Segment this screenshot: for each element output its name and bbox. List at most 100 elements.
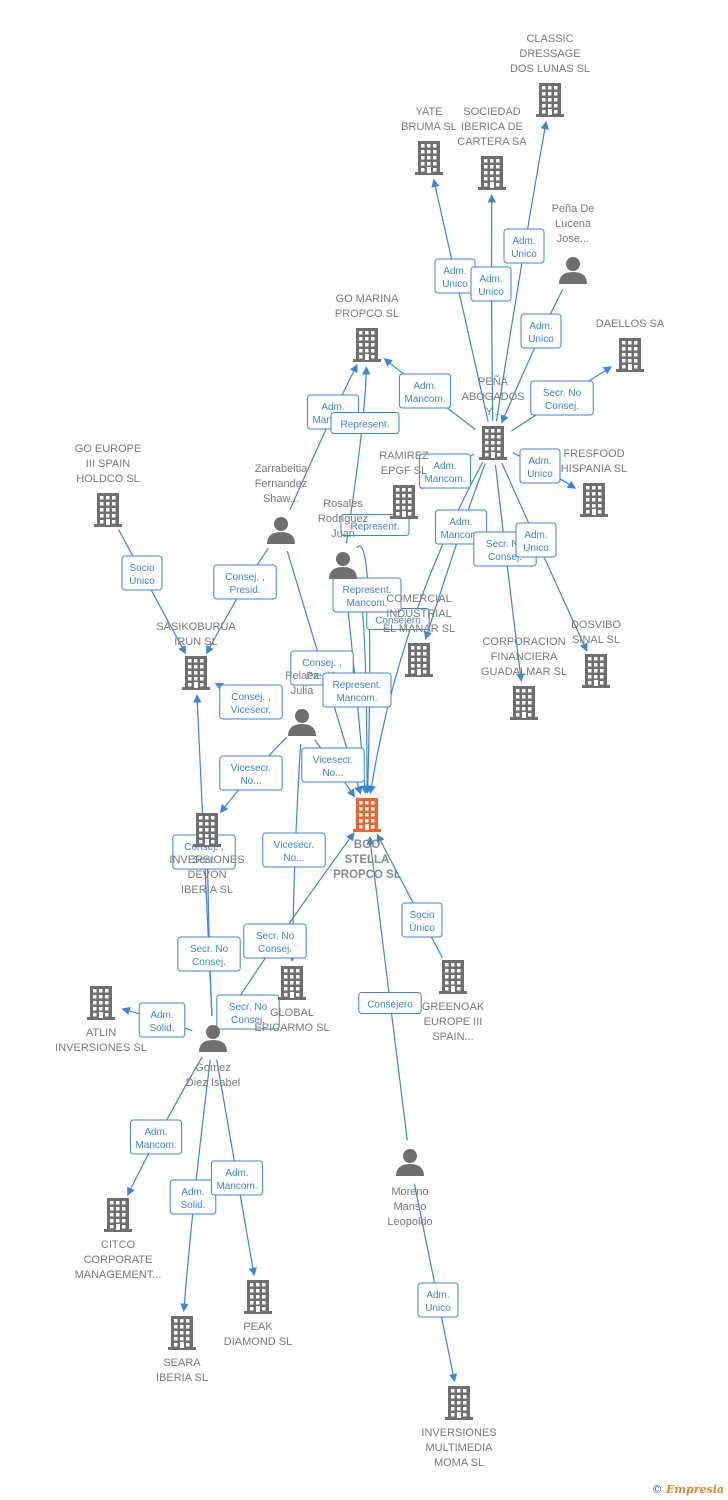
- edge-label[interactable]: Consejero: [358, 992, 422, 1014]
- company-node-citco[interactable]: CITCOCORPORATEMANAGEMENT...: [75, 1198, 162, 1281]
- edge-label-box: [169, 1179, 217, 1215]
- edge-label[interactable]: Consej. ,Vicesecr.: [219, 684, 283, 720]
- edge-label[interactable]: Adm.Unico: [520, 313, 562, 349]
- edge-label[interactable]: Adm.Unico: [515, 522, 557, 558]
- person-node-penadelucena[interactable]: Peña DeLucenaJose...: [552, 203, 595, 284]
- node-label: INVERSIONES: [421, 1427, 496, 1439]
- edge-label-text: Adm.: [150, 1010, 173, 1021]
- edge-label-text: Unico: [528, 334, 554, 345]
- node-label: Manso: [393, 1201, 426, 1213]
- company-node-dosvibo[interactable]: DOSVIBO SINAL SL: [571, 619, 622, 688]
- edge-label[interactable]: Adm.Mancom.: [129, 1119, 183, 1155]
- edge-label[interactable]: Adm.Unico: [470, 266, 512, 302]
- edge-label[interactable]: Vicesecr.No...: [219, 755, 283, 791]
- edge-label-text: No...: [322, 768, 343, 779]
- node-label: SINAL SL: [572, 634, 620, 646]
- edge-label-text: Consej.: [488, 552, 522, 563]
- edge-label-text: Secr. No: [486, 539, 525, 550]
- node-label: CLASSIC: [526, 33, 573, 45]
- edge-label[interactable]: Consej. ,Presid.: [213, 564, 277, 600]
- edge-label-box: [262, 832, 326, 868]
- node-label: DAELLOS SA: [596, 318, 665, 330]
- building-icon: [580, 483, 608, 517]
- node-label: GREENOAK: [422, 1001, 485, 1013]
- edge-label-text: Mancom.: [216, 1181, 257, 1192]
- edge-label-box: [332, 577, 402, 613]
- edge-label-box: [301, 747, 365, 783]
- edge-label[interactable]: Adm.Unico: [417, 1282, 459, 1318]
- edge-label[interactable]: Represent.Mancom.: [322, 672, 392, 708]
- edge-label[interactable]: Adm.Unico: [503, 228, 545, 264]
- building-icon: [510, 686, 538, 720]
- edge-label[interactable]: Represent.Mancom.: [332, 577, 402, 613]
- building-icon: [94, 493, 122, 527]
- edge-label-box: [520, 313, 562, 349]
- company-node-pena[interactable]: PEÑAABOGADOSY...: [462, 375, 525, 460]
- building-icon: [439, 960, 467, 994]
- company-node-daellos[interactable]: DAELLOS SA: [596, 318, 665, 372]
- edge-label[interactable]: Consej. ,Secr.: [172, 834, 236, 870]
- node-label: DOSVIBO: [571, 619, 622, 631]
- edge-label-text: Represent.: [351, 522, 400, 533]
- edge-label[interactable]: Adm.Solid.: [138, 1002, 186, 1038]
- edge-label-text: Unico: [442, 279, 468, 290]
- edge-label[interactable]: Vicesecr.No...: [301, 747, 365, 783]
- edge-label[interactable]: Adm.Unico: [519, 448, 561, 484]
- edge-label[interactable]: Represent.: [340, 514, 410, 536]
- edge-label[interactable]: Adm.Solid.: [169, 1179, 217, 1215]
- node-label: INVERSIONES SL: [55, 1042, 147, 1054]
- edge-label-text: Adm.: [433, 461, 456, 472]
- person-node-zarrabeitia[interactable]: ZarrabeitiaFernandezShaw...: [255, 463, 308, 544]
- node-label: FRESFOOD: [563, 448, 624, 460]
- copyright-symbol: ©: [651, 1483, 663, 1496]
- edge-label-text: Secr. No: [543, 388, 582, 399]
- edge-label[interactable]: Vicesecr.No...: [262, 832, 326, 868]
- node-label: DRESSAGE: [519, 48, 580, 60]
- edge-label-text: Consej.: [192, 957, 226, 968]
- edge-label[interactable]: Adm.Mancom.: [418, 453, 472, 489]
- node-label: PROPCO SL: [333, 869, 401, 881]
- edge-label-box: [418, 453, 472, 489]
- edge-label[interactable]: Adm.Mancom.: [398, 373, 452, 409]
- edge-label-text: Consej. ,: [231, 692, 270, 703]
- edge-label-box: [340, 514, 410, 536]
- person-icon: [559, 257, 587, 284]
- edge-label[interactable]: Represent.: [330, 412, 400, 434]
- edge-label-box: [417, 1282, 459, 1318]
- edge-label-box: [519, 448, 561, 484]
- edge-label-box: [129, 1119, 183, 1155]
- edge-label[interactable]: Adm.Mancom.: [210, 1160, 264, 1196]
- node-label: Leopoldo: [387, 1216, 432, 1228]
- brand-name[interactable]: Empresia: [665, 1483, 724, 1496]
- edge-label[interactable]: Adm.Unico: [434, 258, 476, 294]
- building-icon: [353, 328, 381, 362]
